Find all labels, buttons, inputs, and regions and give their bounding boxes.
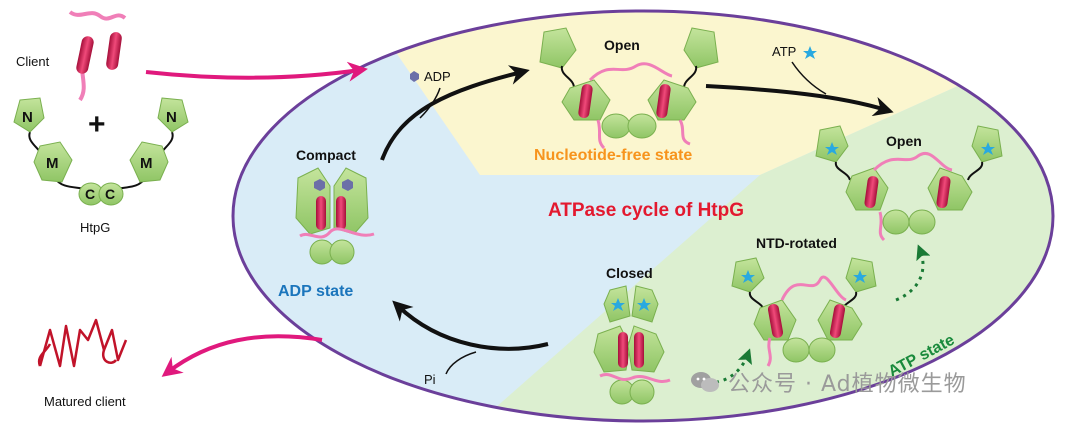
m-label-right: M <box>140 155 153 172</box>
c-label-right: C <box>105 186 115 202</box>
client-entry-arrow <box>145 61 368 82</box>
n-label-left: N <box>22 109 33 126</box>
client-label: Client <box>16 54 50 69</box>
m-domain-left <box>33 141 73 183</box>
wechat-icon <box>690 370 720 394</box>
atp-binding-line <box>791 61 827 95</box>
closed-label: Closed <box>606 265 653 281</box>
compact-label: Compact <box>296 147 356 163</box>
watermark-text: 公众号 · Ad植物微生物 <box>728 372 967 397</box>
closed-htpg <box>593 285 671 405</box>
n-label-right: N <box>166 109 177 126</box>
adp-hexagon <box>342 179 353 191</box>
htpg-dimer <box>13 97 189 206</box>
plus-sign: + <box>88 108 106 141</box>
adp-hexagon <box>314 179 325 191</box>
adp-release-line <box>419 87 441 119</box>
watermark: 公众号 · Ad植物微生物 <box>690 366 967 398</box>
client-release-arrow <box>161 334 323 377</box>
open-to-open-atp-arrow <box>705 84 894 117</box>
adp-state-label: ADP state <box>278 283 353 300</box>
open-top-htpg <box>539 27 719 150</box>
adp-legend-hex <box>410 71 419 82</box>
m-label-left: M <box>46 155 59 172</box>
ntd-rotated-label: NTD-rotated <box>756 235 837 251</box>
cycle-ellipse <box>231 9 1055 423</box>
matured-client-icon <box>37 318 128 368</box>
m-domain-right <box>129 141 169 183</box>
matured-client-label: Matured client <box>44 394 126 409</box>
compact-htpg <box>295 167 375 265</box>
closed-to-compact-arrow <box>392 300 549 351</box>
c-label-left: C <box>85 186 95 202</box>
open-top-label: Open <box>604 37 640 53</box>
client-protein <box>68 10 127 102</box>
c-domain-right <box>98 182 124 206</box>
open-right-htpg <box>815 125 1003 242</box>
adp-legend-label: ADP <box>424 69 451 84</box>
open-right-label: Open <box>886 133 922 149</box>
pi-label: Pi <box>424 372 436 387</box>
atp-legend-label: ATP <box>772 44 796 59</box>
nucleotide-free-state-label: Nucleotide-free state <box>534 147 692 164</box>
open-ntd-equilibrium-arrow <box>895 244 931 302</box>
cycle-title: ATPase cycle of HtpG <box>548 200 744 221</box>
n-domain-left <box>13 97 45 133</box>
ntd-rotated-htpg <box>731 257 877 367</box>
pi-release-line <box>445 351 477 375</box>
htpg-label: HtpG <box>80 220 110 235</box>
n-domain-right <box>157 97 189 133</box>
atp-legend-star <box>803 46 817 59</box>
